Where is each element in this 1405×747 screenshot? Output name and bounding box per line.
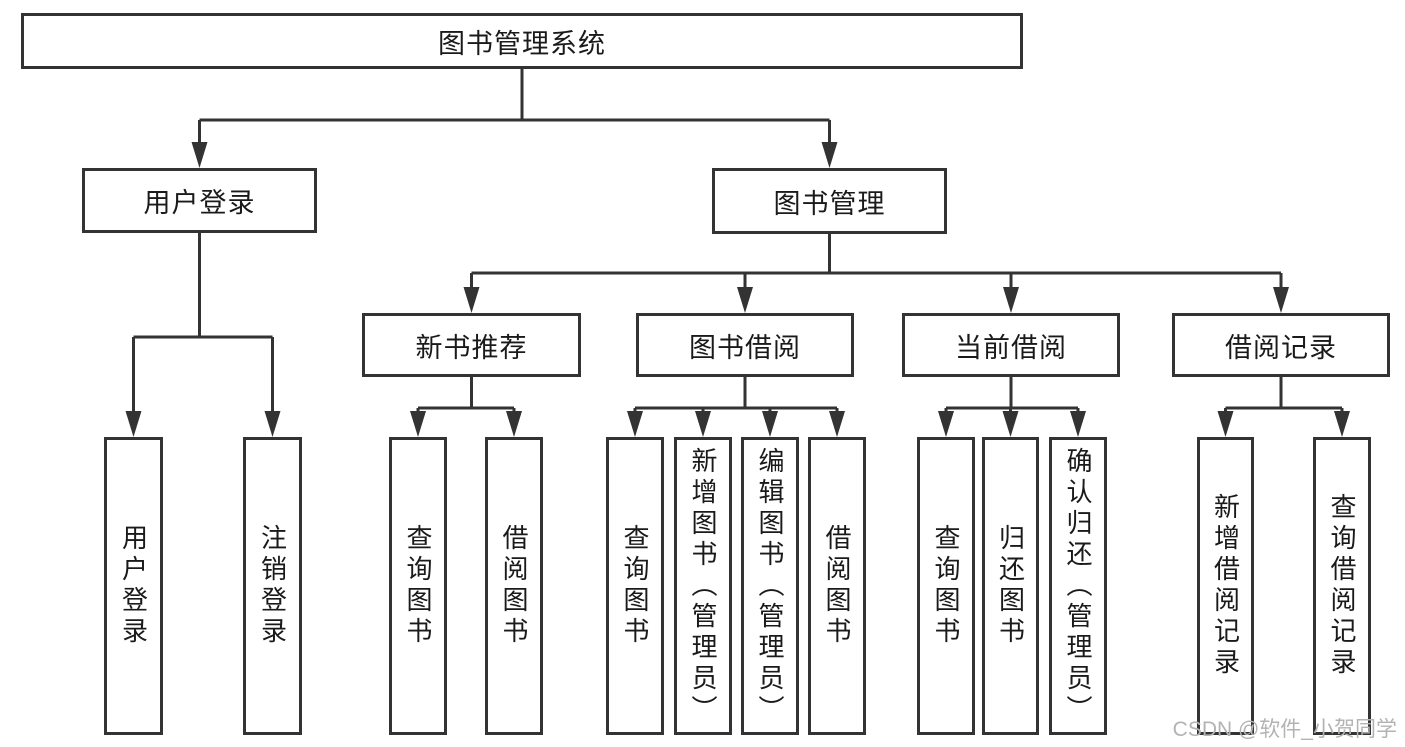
node-book-management: 图书管理: [712, 168, 947, 234]
connector-newbook-to-leaves: [416, 377, 516, 414]
leaf-newbook-borrow-books: 借阅图书: [485, 437, 543, 735]
leaf-records-query-record: 查询借阅记录: [1313, 437, 1371, 735]
leaf-current-confirm-return-admin: 确认归还（管理员）: [1049, 437, 1107, 735]
leaf-current-return-books: 归还图书: [982, 437, 1039, 735]
leaf-current-query-books: 查询图书: [917, 437, 975, 735]
connector-root-to-level2: [198, 69, 831, 145]
leaf-borrowing-add-books-admin: 新增图书（管理员）: [674, 437, 732, 735]
leaf-borrowing-borrow-books: 借阅图书: [808, 437, 866, 735]
leaf-borrowing-edit-books-admin: 编辑图书（管理员）: [741, 437, 799, 735]
leaf-user-login: 用户登录: [104, 437, 163, 735]
arrowheads: [125, 142, 1350, 437]
leaf-logout: 注销登录: [243, 437, 302, 735]
leaf-newbook-query-books: 查询图书: [389, 437, 447, 735]
node-new-book-recommend: 新书推荐: [362, 313, 581, 377]
leaf-borrowing-query-books: 查询图书: [606, 437, 664, 735]
node-borrowing-records: 借阅记录: [1172, 313, 1390, 377]
node-user-login: 用户登录: [82, 168, 317, 233]
connector-bookborrow-to-leaves: [633, 377, 839, 414]
node-library-management-system: 图书管理系统: [21, 13, 1023, 69]
connector-currentborrow-to-leaves: [944, 377, 1080, 414]
connector-userlogin-to-leaves: [132, 233, 274, 414]
connector-borrowrecords-to-leaves: [1224, 377, 1344, 414]
csdn-watermark: CSDN @软件_小贺同学: [1172, 718, 1397, 741]
leaf-records-add-record: 新增借阅记录: [1197, 437, 1254, 735]
node-book-borrowing: 图书借阅: [636, 313, 854, 377]
connector-bookmgmt-to-level3: [470, 234, 1283, 291]
node-current-borrowing: 当前借阅: [902, 313, 1120, 377]
